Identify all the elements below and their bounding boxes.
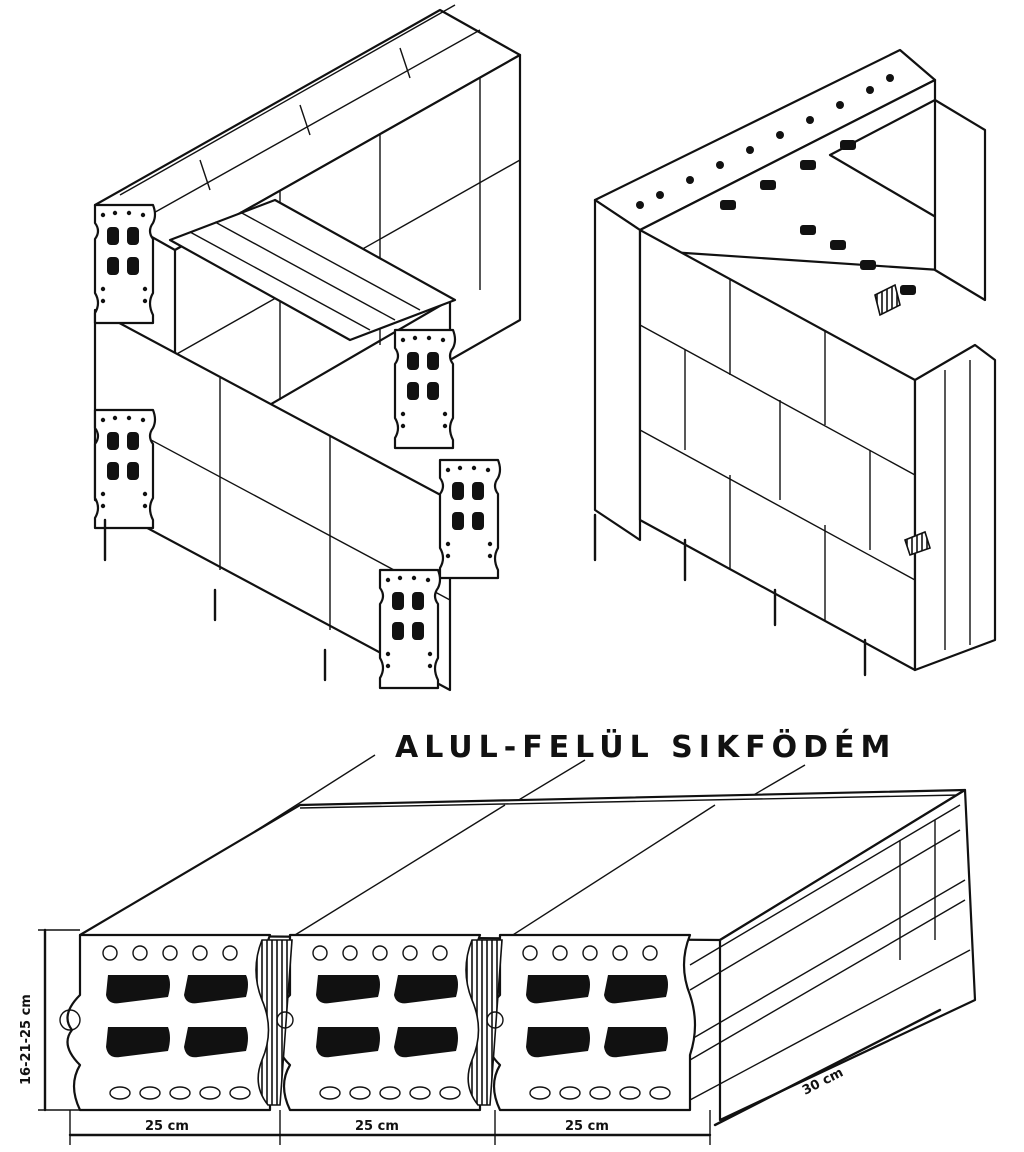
floor-slab-drawing <box>59 788 977 1122</box>
dimension-lines <box>38 928 942 1145</box>
dimension-width-3-label: 25 cm <box>565 1119 609 1134</box>
dimension-width-2-label: 25 cm <box>355 1119 399 1134</box>
wall-corner-right-drawing <box>593 48 997 677</box>
dimension-width-1-label: 25 cm <box>145 1119 189 1134</box>
dimension-height-label: 16-21-25 cm <box>19 994 34 1085</box>
wall-corner-left-drawing <box>93 4 522 692</box>
drawing-title: ALUL-FELÜL SIKFÖDÉM <box>395 728 896 765</box>
perforation-pattern <box>636 74 916 295</box>
